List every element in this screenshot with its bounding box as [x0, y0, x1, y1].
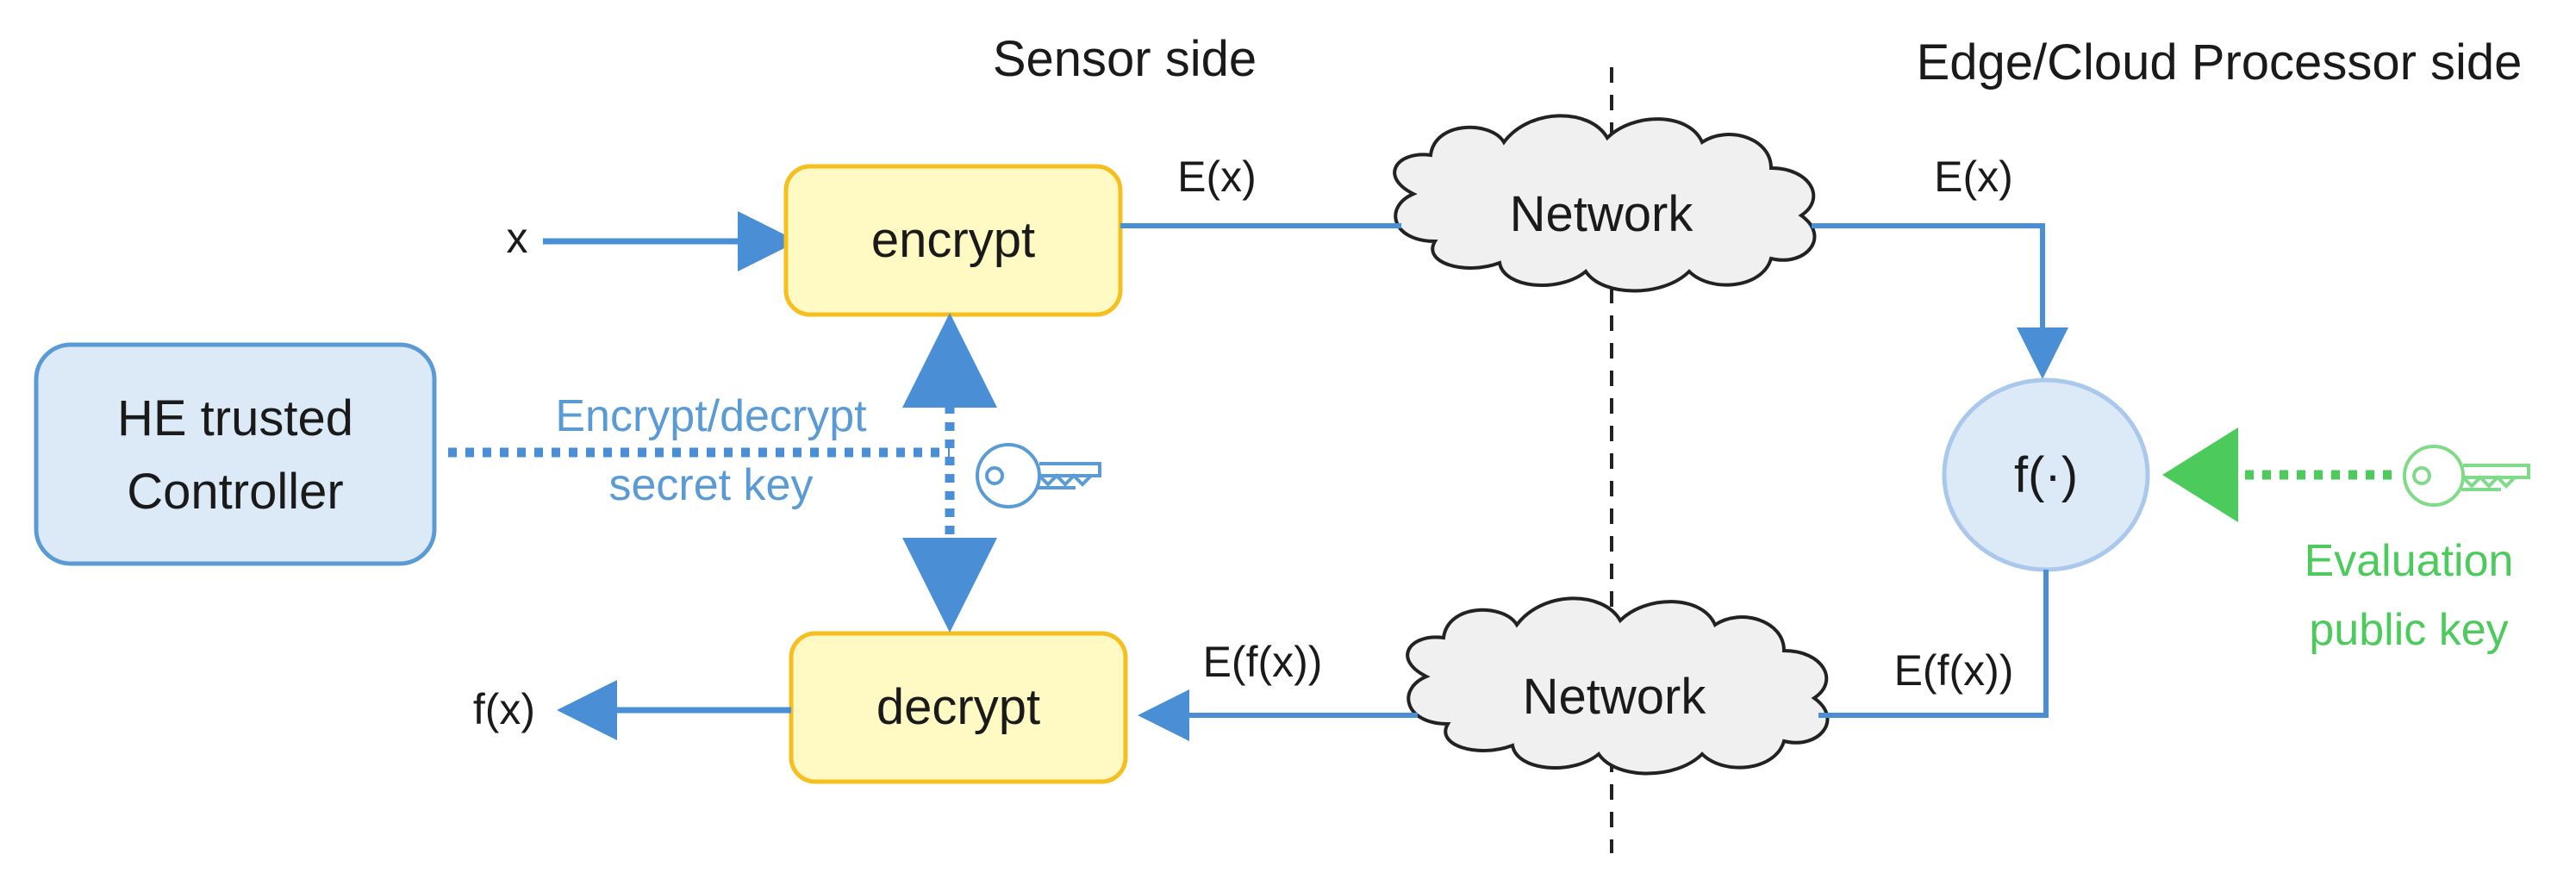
ex-label-right: E(x): [1934, 153, 2013, 201]
efx-label-right: E(f(x)): [1894, 646, 2014, 695]
network-cloud-bottom: Network: [1406, 596, 1830, 776]
sensor-side-header: Sensor side: [993, 31, 1257, 87]
ex-label-left: E(x): [1177, 153, 1257, 201]
controller-label-line1: HE trusted: [117, 390, 353, 446]
controller-label-line2: Controller: [127, 464, 343, 520]
public-key-label-line2: public key: [2309, 605, 2508, 655]
network-top-label: Network: [1510, 186, 1694, 242]
function-node: f(·): [1942, 377, 2150, 572]
public-key-icon: [2403, 445, 2530, 507]
network-bottom-label: Network: [1523, 669, 1707, 725]
processor-side-header: Edge/Cloud Processor side: [1917, 34, 2523, 90]
function-label: f(·): [2014, 447, 2078, 503]
decrypt-box: decrypt: [789, 631, 1128, 784]
secret-key-label-line2: secret key: [609, 460, 814, 510]
network-cloud-top: Network: [1393, 114, 1817, 293]
ex-link-right: [1812, 223, 2068, 379]
secret-key-icon: [976, 443, 1101, 508]
encrypt-box: encrypt: [783, 164, 1123, 317]
he-controller-box: HE trusted Controller: [34, 342, 437, 566]
secret-key-label-line1: Encrypt/decrypt: [555, 391, 867, 441]
efx-link-right: [1818, 570, 2049, 718]
efx-label-left: E(f(x)): [1203, 638, 1323, 686]
encrypt-label: encrypt: [871, 212, 1035, 268]
output-fx-label: f(x): [473, 685, 535, 733]
public-key-label-line1: Evaluation: [2305, 536, 2514, 586]
decrypt-label: decrypt: [876, 679, 1040, 735]
input-x-label: x: [507, 214, 528, 262]
